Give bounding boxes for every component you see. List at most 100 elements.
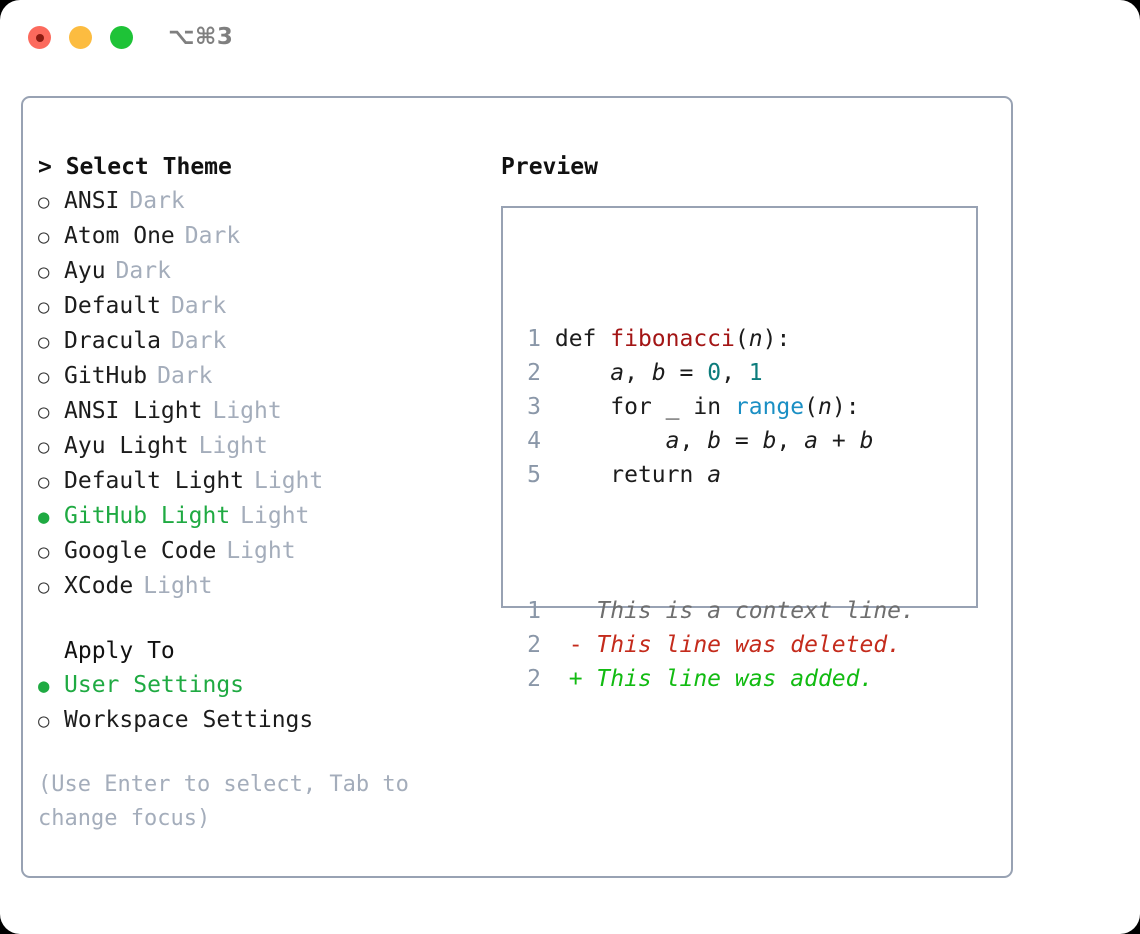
theme-option-label: ANSI [64, 188, 120, 214]
maximize-dot[interactable] [110, 26, 133, 49]
code-token: b [762, 428, 777, 454]
code-token: ): [762, 326, 791, 352]
diff-line-content: This is a context line. [541, 598, 915, 624]
code-token: = [665, 360, 708, 386]
theme-option-variant: Light [143, 573, 213, 599]
code-token: def [554, 326, 611, 352]
theme-option-label: Ayu Light [64, 433, 189, 459]
apply-to-option-workspace-settings[interactable]: ○ Workspace Settings [38, 703, 488, 738]
theme-option-variant: Dark [170, 293, 227, 319]
diff-line-added: 2 + This line was added. [517, 662, 915, 696]
keyboard-shortcut-label: ⌥⌘3 [168, 24, 234, 50]
theme-option-default[interactable]: ○ Default Dark [38, 289, 488, 324]
radio-unselected-icon: ○ [38, 401, 50, 423]
diff-line-deleted: 2 - This line was deleted. [517, 628, 915, 662]
code-token: a [610, 360, 625, 386]
theme-option-label: Ayu [64, 258, 106, 284]
apply-to-option-label: Workspace Settings [64, 707, 314, 733]
radio-unselected-icon: ○ [38, 710, 50, 732]
line-number: 4 [527, 428, 541, 454]
theme-option-variant: Light [240, 503, 310, 529]
apply-to-header: Apply To [64, 638, 175, 664]
apply-to-option-user-settings[interactable]: ● User Settings [38, 668, 488, 703]
diff-text: This is a context line. [596, 598, 915, 624]
radio-unselected-icon: ○ [38, 331, 50, 353]
code-token: a [707, 462, 722, 488]
theme-option-variant: Light [198, 433, 268, 459]
radio-unselected-icon: ○ [38, 541, 50, 563]
code-token [555, 360, 610, 386]
radio-selected-icon: ● [38, 675, 50, 697]
theme-option-google-code[interactable]: ○ Google Code Light [38, 534, 488, 569]
code-token: 0 [707, 360, 722, 386]
radio-unselected-icon: ○ [38, 576, 50, 598]
diff-lines: 1 This is a context line.2 - This line w… [517, 594, 915, 696]
traffic-lights [28, 26, 133, 49]
minimize-dot[interactable] [69, 26, 92, 49]
theme-option-label: Default [64, 293, 161, 319]
theme-option-default-light[interactable]: ○ Default Light Light [38, 464, 488, 499]
line-number: 2 [527, 666, 541, 692]
theme-option-variant: Dark [184, 223, 241, 249]
code-token: b [707, 428, 722, 454]
radio-unselected-icon: ○ [38, 296, 50, 318]
diff-line-content: - This line was deleted. [541, 632, 901, 658]
diff-line-context: 1 This is a context line. [517, 594, 915, 628]
radio-selected-icon: ● [38, 506, 50, 528]
preview-column: Preview 1 def fibonacci(n):2 a, b = 0, 1… [501, 150, 1001, 692]
theme-option-variant: Light [254, 468, 324, 494]
theme-option-ansi[interactable]: ○ ANSI Dark [38, 184, 488, 219]
code-token: in [679, 394, 735, 420]
code-token: , [721, 360, 749, 386]
code-token: , [679, 428, 708, 454]
diff-marker: + [541, 666, 597, 692]
code-token: fibonacci [610, 326, 735, 352]
line-number: 3 [527, 394, 541, 420]
preview-title: Preview [501, 154, 598, 180]
theme-option-label: GitHub Light [64, 503, 231, 529]
theme-option-variant: Dark [170, 328, 227, 354]
theme-option-label: GitHub [64, 363, 148, 389]
diff-text: This line was added. [596, 666, 874, 692]
code-token: ( [804, 394, 818, 420]
theme-option-variant: Dark [129, 188, 185, 214]
theme-option-variant: Light [226, 538, 296, 564]
code-token: b [651, 360, 666, 386]
radio-unselected-icon: ○ [38, 366, 50, 388]
apply-to-option-label: User Settings [64, 672, 245, 698]
title-bar: ⌥⌘3 [0, 0, 1140, 76]
diff-marker: - [541, 632, 597, 658]
code-line: 1 def fibonacci(n): [517, 322, 915, 356]
theme-option-label: Google Code [64, 538, 217, 564]
code-token: range [734, 394, 805, 420]
line-number: 1 [527, 598, 541, 624]
radio-unselected-icon: ○ [38, 191, 50, 213]
keyboard-hint-text: (Use Enter to select, Tab to change focu… [38, 772, 409, 831]
code-token: n [818, 394, 832, 420]
theme-option-github-light[interactable]: ● GitHub Light Light [38, 499, 488, 534]
code-token: a [804, 428, 819, 454]
code-token: , [624, 360, 652, 386]
line-number: 2 [527, 360, 541, 386]
code-line: 3 for _ in range(n): [517, 390, 915, 424]
theme-option-label: Default Light [64, 468, 245, 494]
theme-option-label: Atom One [64, 223, 175, 249]
diff-line-content: + This line was added. [541, 666, 874, 692]
radio-unselected-icon: ○ [38, 471, 50, 493]
code-token: ( [734, 326, 749, 352]
close-dot[interactable] [28, 26, 51, 49]
apply-to-list[interactable]: ● User Settings ○ Workspace Settings [38, 668, 488, 738]
code-token: b [859, 428, 874, 454]
code-token: 1 [748, 360, 763, 386]
